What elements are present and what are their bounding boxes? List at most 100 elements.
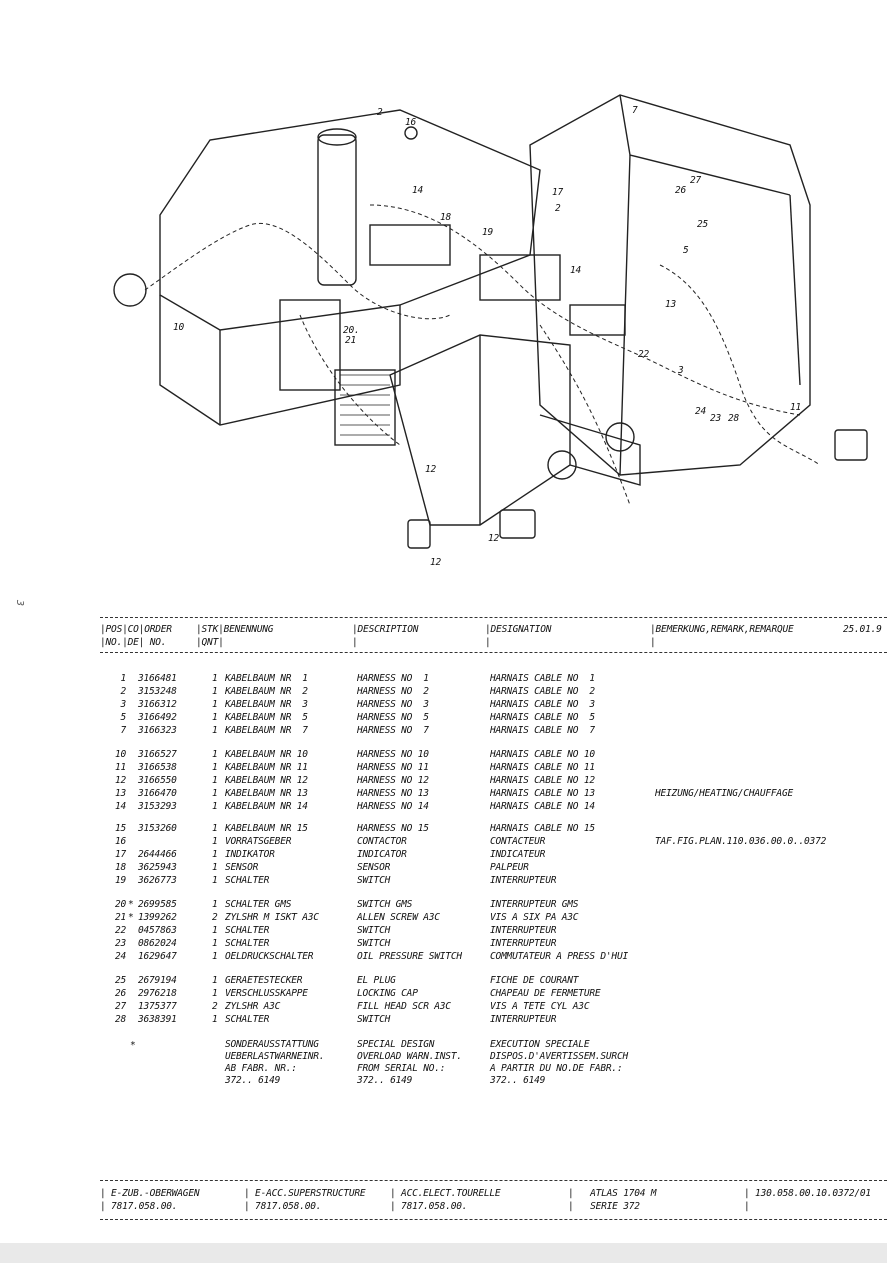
cell-qty: 1	[212, 938, 218, 949]
header-date: 25.01.9	[843, 624, 882, 635]
svg-text:13: 13	[665, 299, 677, 310]
cell-pos: 2	[120, 686, 126, 697]
cell-order: 3153293	[138, 801, 177, 812]
cell-ben: SENSOR	[225, 862, 259, 873]
cell-desig: COMMUTATEUR A PRESS D'HUI	[490, 951, 628, 962]
cell-pos: 7	[120, 725, 126, 736]
cell-ben: OELDRUCKSCHALTER	[225, 951, 314, 962]
footer-top-rule	[100, 1180, 887, 1181]
cell-pos: 15	[114, 823, 126, 834]
cell-pos: 17	[114, 849, 126, 860]
cell-desc: INDICATOR	[357, 849, 407, 860]
cell-order: 3166470	[138, 788, 177, 799]
cell-ben: SCHALTER	[225, 1014, 270, 1025]
cell-desc: SWITCH	[357, 925, 391, 936]
cell-desig: PALPEUR	[490, 862, 529, 873]
work-light-shape	[407, 519, 431, 549]
cell-qty: 1	[212, 1014, 218, 1025]
cell-order: 2679194	[138, 975, 177, 986]
cell-desc: OIL PRESSURE SWITCH	[357, 951, 462, 962]
cell-desig: VIS A SIX PA A3C	[490, 912, 579, 923]
cell-desig: INTERRUPTEUR	[490, 938, 557, 949]
cell-desc: LOCKING CAP	[357, 988, 418, 999]
valve-block-shape	[279, 299, 341, 391]
cell-pos: 16	[114, 836, 126, 847]
cell-desc: HARNESS NO 15	[357, 823, 429, 834]
cell-order: 3166527	[138, 749, 177, 760]
header-designation: DESIGNATION	[490, 624, 552, 635]
cell-desig: INTERRUPTEUR	[490, 1014, 557, 1025]
relay-box-shape	[479, 254, 561, 301]
cell-pos: 1	[120, 673, 126, 684]
svg-text:22: 22	[638, 349, 650, 360]
cell-qty: 1	[212, 762, 218, 773]
cell-ben: GERAETESTECKER	[225, 975, 303, 986]
cab-shape	[529, 94, 811, 476]
cell-desc: HARNESS NO 1	[357, 673, 429, 684]
svg-text:16: 16	[405, 117, 417, 128]
footer-model: ATLAS 1704 M	[590, 1188, 657, 1199]
special-design-note: * SONDERAUSSTATTUNG UEBERLASTWARNEINR. A…	[130, 1039, 628, 1086]
cell-ben: VORRATSGEBER	[225, 836, 292, 847]
cell-qty: 1	[212, 712, 218, 723]
page-footer: | E-ZUB.-OBERWAGEN | 7817.058.00. | E-AC…	[100, 1188, 871, 1212]
cell-ben: VERSCHLUSSKAPPE	[225, 988, 308, 999]
cell-pos: 25	[114, 975, 126, 986]
svg-text:14: 14	[412, 185, 424, 196]
svg-text:27: 27	[690, 175, 702, 186]
svg-text:7: 7	[632, 105, 638, 116]
cell-order: 3166481	[138, 673, 177, 684]
cell-order: 3153248	[138, 686, 177, 697]
cell-pos: 13	[114, 788, 126, 799]
cell-ben: ZYLSHR M ISKT A3C	[225, 912, 319, 923]
table-header: |POS|CO|ORDER |STK|BENENNUNG |DESCRIPTIO…	[100, 624, 882, 648]
cell-ben: SCHALTER	[225, 938, 270, 949]
svg-text:18: 18	[440, 212, 452, 223]
svg-text:19: 19	[482, 227, 494, 238]
cell-order: 3166323	[138, 725, 177, 736]
cell-desig: FICHE DE COURANT	[490, 975, 579, 986]
cell-qty: 1	[212, 925, 218, 936]
svg-text:28: 28	[728, 413, 740, 424]
svg-text:24: 24	[695, 406, 707, 417]
cell-qty: 1	[212, 775, 218, 786]
cell-desc: HARNESS NO 5	[357, 712, 429, 723]
cell-desig: CHAPEAU DE FERMETURE	[490, 988, 601, 999]
header-description: DESCRIPTION	[357, 624, 419, 635]
cell-desc: HARNESS NO 12	[357, 775, 429, 786]
svg-text:12: 12	[425, 464, 437, 475]
cell-ben: KABELBAUM NR 12	[225, 775, 308, 786]
cell-pos: 3	[120, 699, 126, 710]
cell-order: 3626773	[138, 875, 177, 886]
cell-desig: HARNAIS CABLE NO 12	[490, 775, 595, 786]
wiring-harness-diagram: 2 16 7 14 17 18 19 26 27 25 5 2 13 14 3 …	[100, 85, 887, 585]
callout-label: 2	[377, 107, 383, 118]
cell-desig: HARNAIS CABLE NO 1	[490, 673, 595, 684]
cell-order: 0457863	[138, 925, 177, 936]
cell-desig: HARNAIS CABLE NO 10	[490, 749, 595, 760]
cell-ben: INDIKATOR	[225, 849, 275, 860]
svg-text:20.: 20.	[343, 325, 360, 336]
cell-ben: KABELBAUM NR 5	[225, 712, 308, 723]
cell-qty: 1	[212, 749, 218, 760]
cell-desc: CONTACTOR	[357, 836, 407, 847]
svg-text:11: 11	[790, 402, 801, 413]
svg-text:17: 17	[552, 187, 564, 198]
cell-qty: 1	[212, 699, 218, 710]
cell-pos: 22	[114, 925, 126, 936]
svg-text:14: 14	[570, 265, 582, 276]
cell-star: *	[128, 899, 134, 910]
cell-pos: 12	[114, 775, 126, 786]
cell-order: 3166538	[138, 762, 177, 773]
svg-text:12: 12	[488, 533, 500, 544]
cell-qty: 1	[212, 849, 218, 860]
svg-text:26: 26	[675, 185, 687, 196]
cell-desc: SENSOR	[357, 862, 391, 873]
svg-text:25: 25	[697, 219, 709, 230]
footer-group-de: E-ZUB.-OBERWAGEN	[111, 1188, 200, 1199]
cell-desig: INTERRUPTEUR	[490, 925, 557, 936]
cell-qty: 1	[212, 801, 218, 812]
cell-ben: SCHALTER	[225, 875, 270, 886]
cell-order: 0862024	[138, 938, 177, 949]
